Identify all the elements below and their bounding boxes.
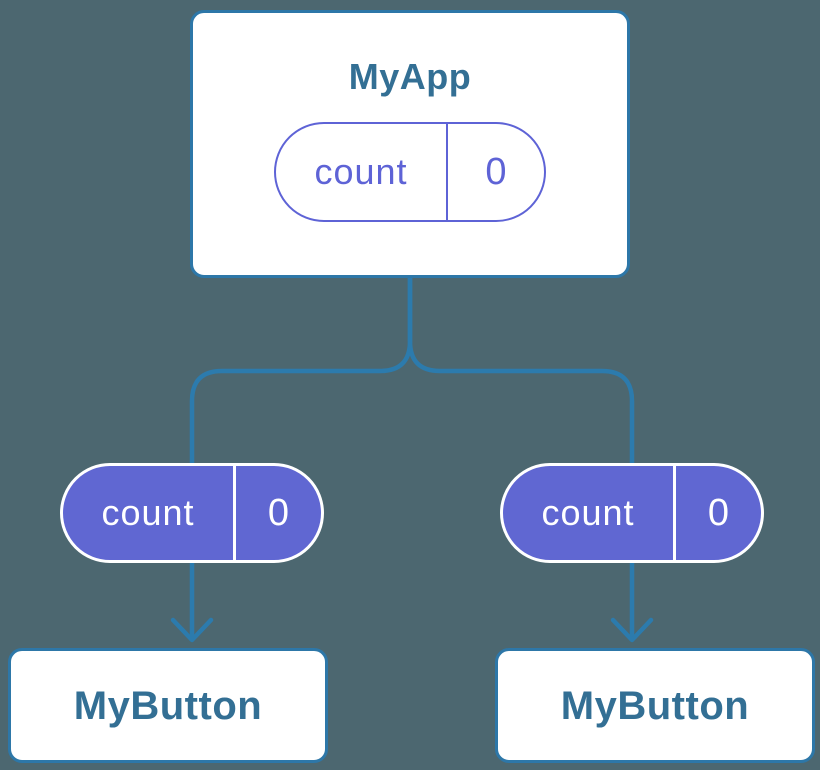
prop-pill-left-divider xyxy=(233,466,236,560)
node-myapp-title: MyApp xyxy=(348,56,472,97)
arrowhead-right-icon xyxy=(610,617,654,643)
prop-pill-left-value: 0 xyxy=(267,491,290,534)
node-myapp: MyApp count 0 xyxy=(190,10,630,278)
state-pill-divider xyxy=(446,124,448,221)
node-mybutton-left: MyButton xyxy=(8,648,328,763)
arrowhead-left-icon xyxy=(170,617,214,643)
state-pill-label: count xyxy=(314,151,408,193)
state-pill-myapp: count 0 xyxy=(274,122,546,223)
edge-root-to-left-child xyxy=(189,275,413,639)
node-mybutton-right: MyButton xyxy=(495,648,815,763)
prop-pill-right-value: 0 xyxy=(707,491,730,534)
node-mybutton-right-title: MyButton xyxy=(560,683,750,728)
prop-pill-left: count 0 xyxy=(60,463,324,563)
prop-pill-right-divider xyxy=(673,466,676,560)
prop-pill-right-label: count xyxy=(541,492,635,533)
prop-pill-left-label: count xyxy=(101,492,195,533)
edge-root-to-right-child xyxy=(407,275,635,639)
node-mybutton-left-title: MyButton xyxy=(73,683,263,728)
state-pill-value: 0 xyxy=(485,150,507,193)
prop-pill-right: count 0 xyxy=(500,463,764,563)
